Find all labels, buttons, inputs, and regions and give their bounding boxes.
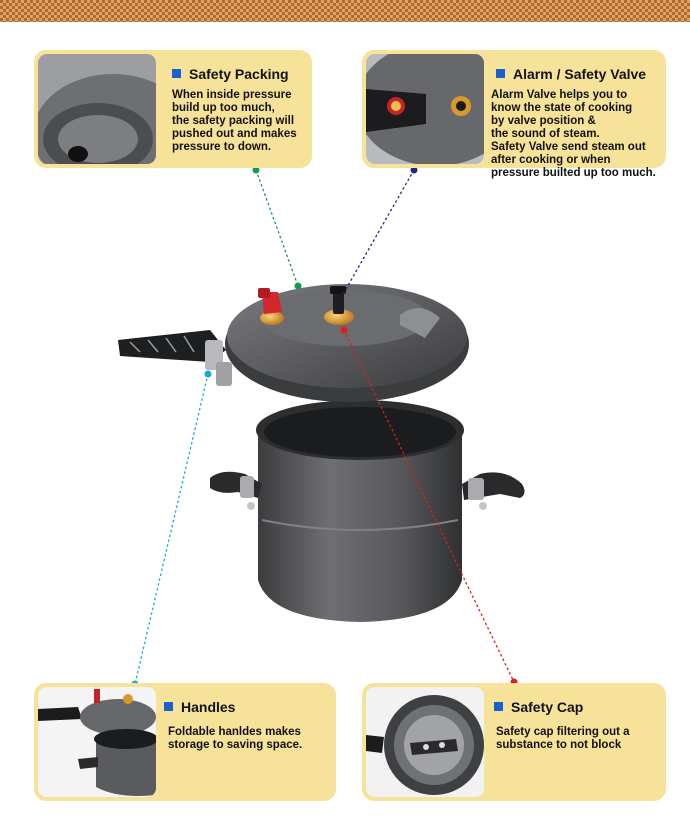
callout-title: Safety Cap (494, 699, 583, 715)
square-bullet-icon (172, 69, 181, 78)
square-bullet-icon (494, 702, 503, 711)
callout-description: Safety cap filtering out a substance to … (496, 726, 630, 751)
square-bullet-icon (164, 702, 173, 711)
callout-description: Foldable hanldes makes storage to saving… (168, 726, 303, 751)
square-bullet-icon (496, 69, 505, 78)
pot-body (256, 400, 464, 622)
handles-photo (38, 687, 156, 797)
leader-line-alarm-valve (341, 166, 418, 297)
safety-cap-photo (366, 687, 484, 797)
safety-packing-photo (38, 54, 156, 164)
leader-line-safety-packing (252, 166, 302, 290)
leader-line-handles (131, 370, 212, 688)
lid (118, 284, 469, 402)
callout-title: Safety Packing (172, 66, 289, 82)
callout-title: Handles (164, 699, 235, 715)
callout-title: Alarm / Safety Valve (496, 66, 646, 82)
callout-handles: Handles Foldable hanldes makes storage t… (34, 683, 336, 801)
decorative-header-strip (0, 0, 690, 22)
alarm-valve-photo (366, 54, 484, 164)
callout-safety-packing: Safety Packing When inside pressure buil… (34, 50, 312, 168)
callout-description: Alarm Valve helps you to know the state … (491, 89, 656, 179)
callout-safety-cap: Safety Cap Safety cap filtering out a su… (362, 683, 666, 801)
pot-handles (210, 471, 525, 510)
callout-description: When inside pressure build up too much, … (172, 89, 297, 153)
callout-alarm-valve: Alarm / Safety Valve Alarm Valve helps y… (362, 50, 666, 179)
